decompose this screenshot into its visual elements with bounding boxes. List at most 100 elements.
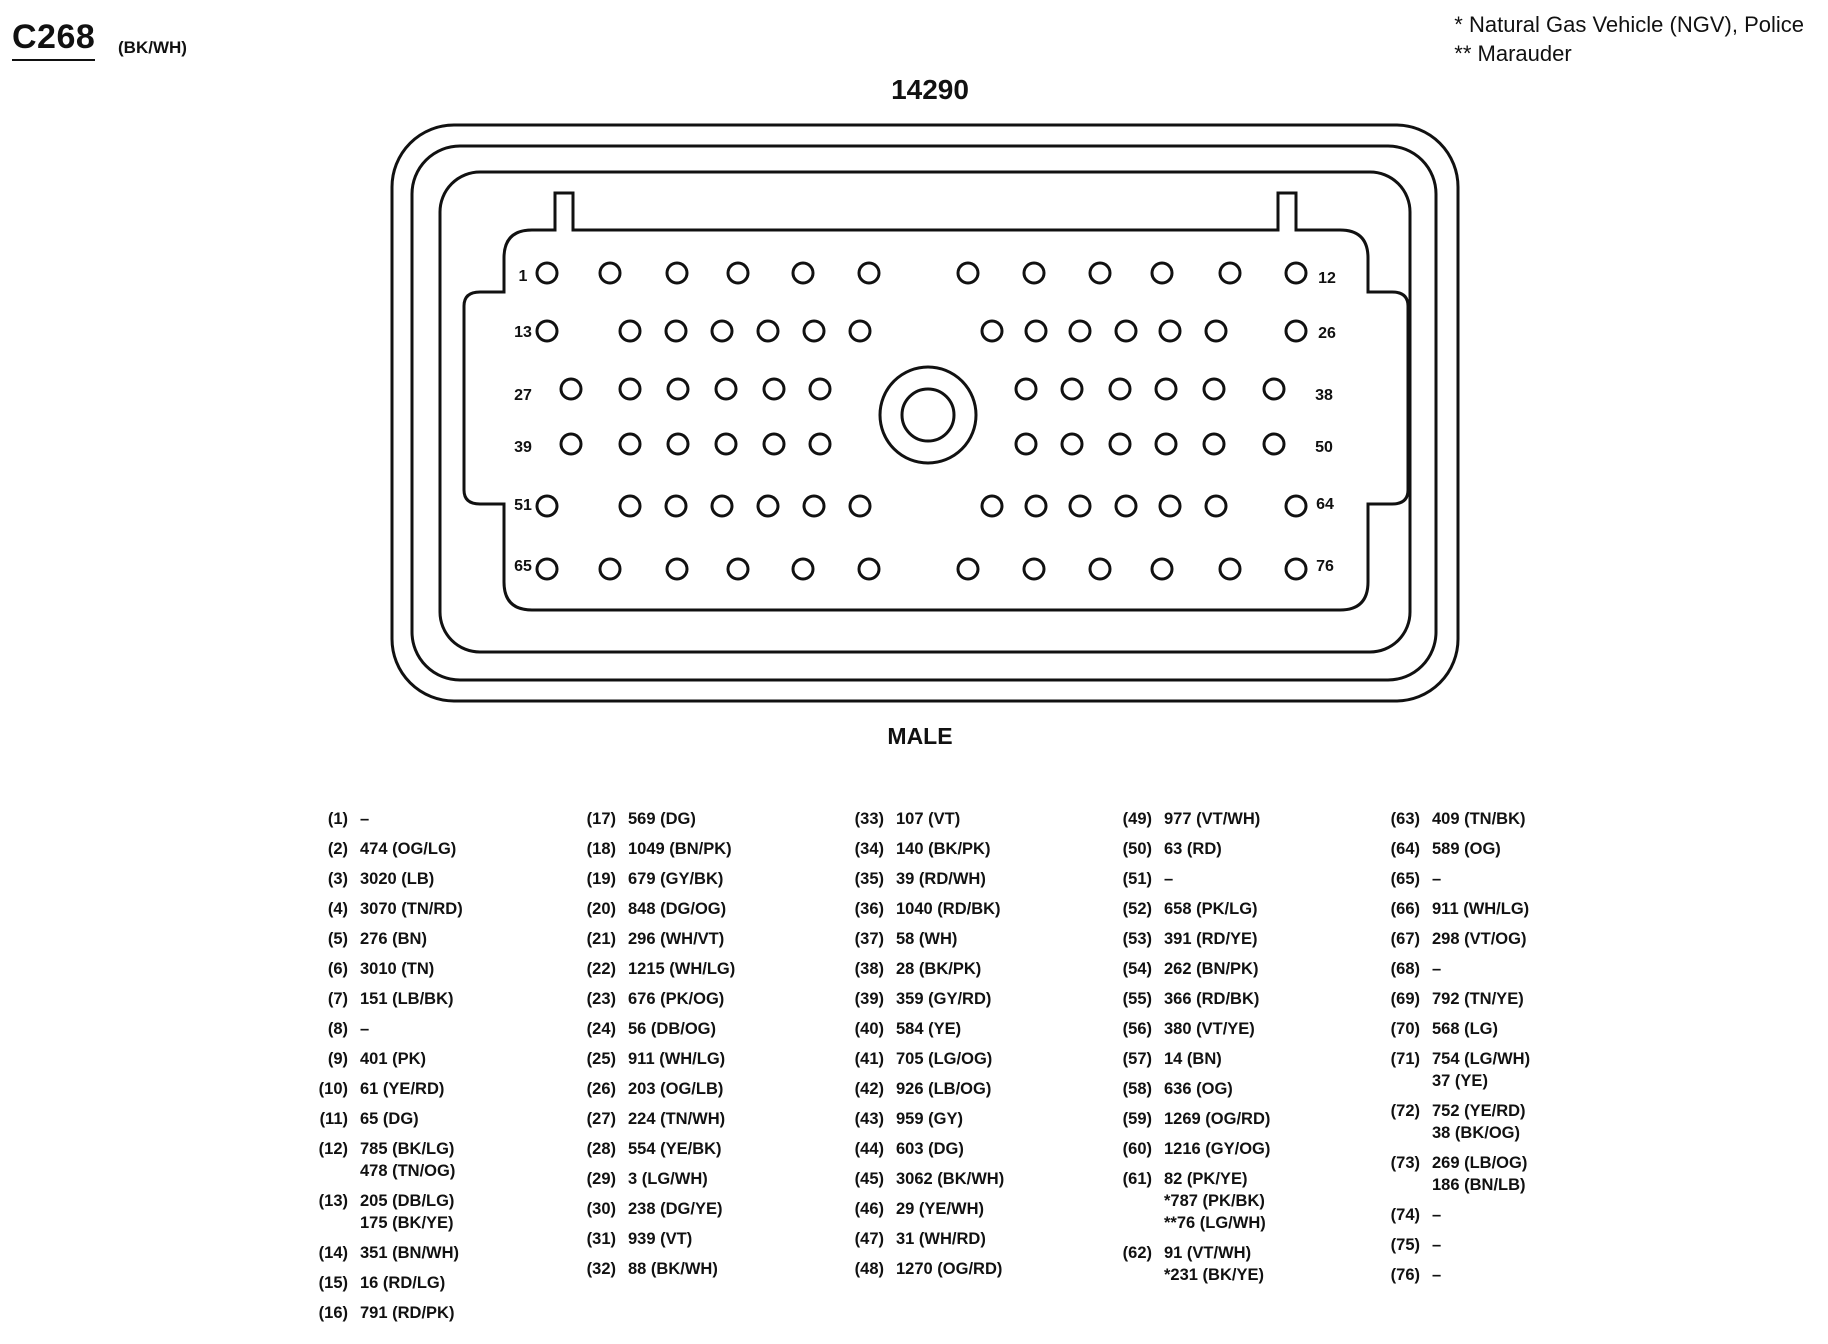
pin-number: (36) [854, 900, 884, 918]
circuit-value: 224 (TN/WH) [628, 1110, 726, 1128]
circuit-value: 603 (DG) [896, 1140, 964, 1158]
pin-cavity [1068, 494, 1092, 518]
circuit-value: 409 (TN/BK) [1432, 810, 1526, 828]
pinout-row: (40) 584 (YE) [836, 1018, 1106, 1040]
pin-number: (58) [1122, 1080, 1152, 1098]
pinout-row: (34)140 (BK/PK) [836, 838, 1106, 860]
face-label-76: 76 [1316, 558, 1334, 575]
pinout-row: (21)296 (WH/VT) [568, 928, 838, 950]
circuit-value: – [1432, 1206, 1442, 1224]
pin-cavity [808, 377, 832, 401]
pin-number: (38) [854, 960, 884, 978]
pin-number: (59) [1122, 1110, 1152, 1128]
pinout-row: (59)1269 (OG/RD) [1104, 1108, 1374, 1130]
pin-cavity [791, 557, 815, 581]
pinout-row: (64)589 (OG) [1372, 838, 1642, 860]
circuit-value: 61 (YE/RD) [360, 1080, 445, 1098]
pinout-row: (46)29 (YE/WH) [836, 1198, 1106, 1220]
pinout-row: (35)39 (RD/WH) [836, 868, 1106, 890]
pin-cavity [1014, 432, 1038, 456]
pin-number: (57) [1122, 1050, 1152, 1068]
pin-cavity [1088, 261, 1112, 285]
pin-cavity [1060, 377, 1084, 401]
pin-circuits: 1270 (OG/RD) [896, 1258, 1002, 1280]
pinout-row: (73) 269 (LB/OG)186 (BN/LB) [1372, 1152, 1642, 1196]
pinout-row: (71)754 (LG/WH)37 (YE) [1372, 1048, 1642, 1092]
pinout-row: (53)391 (RD/YE) [1104, 928, 1374, 950]
pinout-column-3: (33)107 (VT) (34)140 (BK/PK) (35)39 (RD/WH… [836, 808, 1106, 1288]
pinout-table: (1)–(2)474 (OG/LG)(3)3020 (LB)(4)3070 (T… [300, 808, 1800, 1328]
circuit-value: 56 (DB/OG) [628, 1020, 717, 1038]
circuit-value: 658 (PK/LG) [1164, 900, 1258, 918]
pin-cavity [666, 432, 690, 456]
pin-number: (5) [327, 930, 348, 948]
pin-cavity [756, 494, 780, 518]
pin-cavity [857, 557, 881, 581]
pin-number: (24) [586, 1020, 616, 1038]
circuit-value: 31 (WH/RD) [896, 1230, 986, 1248]
pin-circuits: 269 (LB/OG)186 (BN/LB) [1432, 1152, 1527, 1196]
pin-number: (40) [854, 1020, 884, 1038]
pin-number: (63) [1390, 810, 1420, 828]
pin-cavity [1068, 319, 1092, 343]
pin-cavity [714, 377, 738, 401]
pin-number: (13) [318, 1192, 348, 1210]
pin-cavity [808, 432, 832, 456]
pin-number: (11) [319, 1110, 348, 1128]
circuit-value: 636 (OG) [1164, 1080, 1233, 1098]
pin-cavity [1088, 557, 1112, 581]
circuit-value: 29 (YE/WH) [896, 1200, 985, 1218]
pinout-row: (49)977 (VT/WH) [1104, 808, 1374, 830]
pin-circuits: 14 (BN) [1164, 1048, 1222, 1070]
pinout-row: (24) 56 (DB/OG) [568, 1018, 838, 1040]
pin-number: (28) [586, 1140, 616, 1158]
pin-number: (52) [1122, 900, 1152, 918]
circuit-value: 584 (YE) [896, 1020, 962, 1038]
pin-cavity [710, 494, 734, 518]
circuit-value: 911 (WH/LG) [1432, 900, 1530, 918]
pinout-row: (74)– [1372, 1204, 1642, 1226]
pin-circuits: 88 (BK/WH) [628, 1258, 718, 1280]
pin-cavity [1284, 319, 1308, 343]
pinout-row: (62)91 (VT/WH)*231 (BK/YE) [1104, 1242, 1374, 1286]
footnote-marauder: ** Marauder [1454, 41, 1572, 66]
pin-number: (33) [854, 810, 884, 828]
pinout-row: (42)926 (LB/OG) [836, 1078, 1106, 1100]
circuit-value: 366 (RD/BK) [1164, 990, 1260, 1008]
pinout-row: (8)– [300, 1018, 570, 1040]
pin-cavity [535, 319, 559, 343]
pin-number: (74) [1390, 1206, 1420, 1224]
pin-number: (21) [586, 930, 616, 948]
pin-number: (68) [1390, 960, 1420, 978]
pinout-row: (51)– [1104, 868, 1374, 890]
pin-number: (37) [854, 930, 884, 948]
pin-cavity [1262, 377, 1286, 401]
circuit-value: 91 (VT/WH) [1164, 1244, 1252, 1262]
pinout-row: (48)1270 (OG/RD) [836, 1258, 1106, 1280]
circuit-value: *787 (PK/BK) [1164, 1192, 1265, 1210]
circuit-value: 38 (BK/OG) [1432, 1124, 1521, 1142]
pinout-row: (14)351 (BN/WH) [300, 1242, 570, 1264]
pin-circuits: 754 (LG/WH)37 (YE) [1432, 1048, 1530, 1092]
pin-circuits: – [1164, 868, 1173, 890]
housing-middle-outline [410, 144, 1438, 682]
circuit-value: 1215 (WH/LG) [628, 960, 736, 978]
circuit-value: 39 (RD/WH) [896, 870, 986, 888]
connector-id: C268 [12, 18, 96, 61]
face-label-13: 13 [514, 324, 532, 341]
pin-circuits: 939 (VT) [628, 1228, 692, 1250]
pin-cavity [666, 377, 690, 401]
pin-number: (73) [1390, 1154, 1420, 1172]
pin-circuits: 977 (VT/WH) [1164, 808, 1260, 830]
circuit-value: 589 (OG) [1432, 840, 1501, 858]
pinout-row: (25)911 (WH/LG) [568, 1048, 838, 1070]
pinout-row: (54)262 (BN/PK) [1104, 958, 1374, 980]
pinout-row: (33)107 (VT) [836, 808, 1106, 830]
circuit-value: 391 (RD/YE) [1164, 930, 1258, 948]
pinout-row: (55)366 (RD/BK) [1104, 988, 1374, 1010]
pin-cavity [1284, 494, 1308, 518]
pin-cavity [664, 319, 688, 343]
pinout-row: (5)276 (BN) [300, 928, 570, 950]
pin-number: (6) [327, 960, 348, 978]
pin-number: (61) [1122, 1170, 1152, 1188]
